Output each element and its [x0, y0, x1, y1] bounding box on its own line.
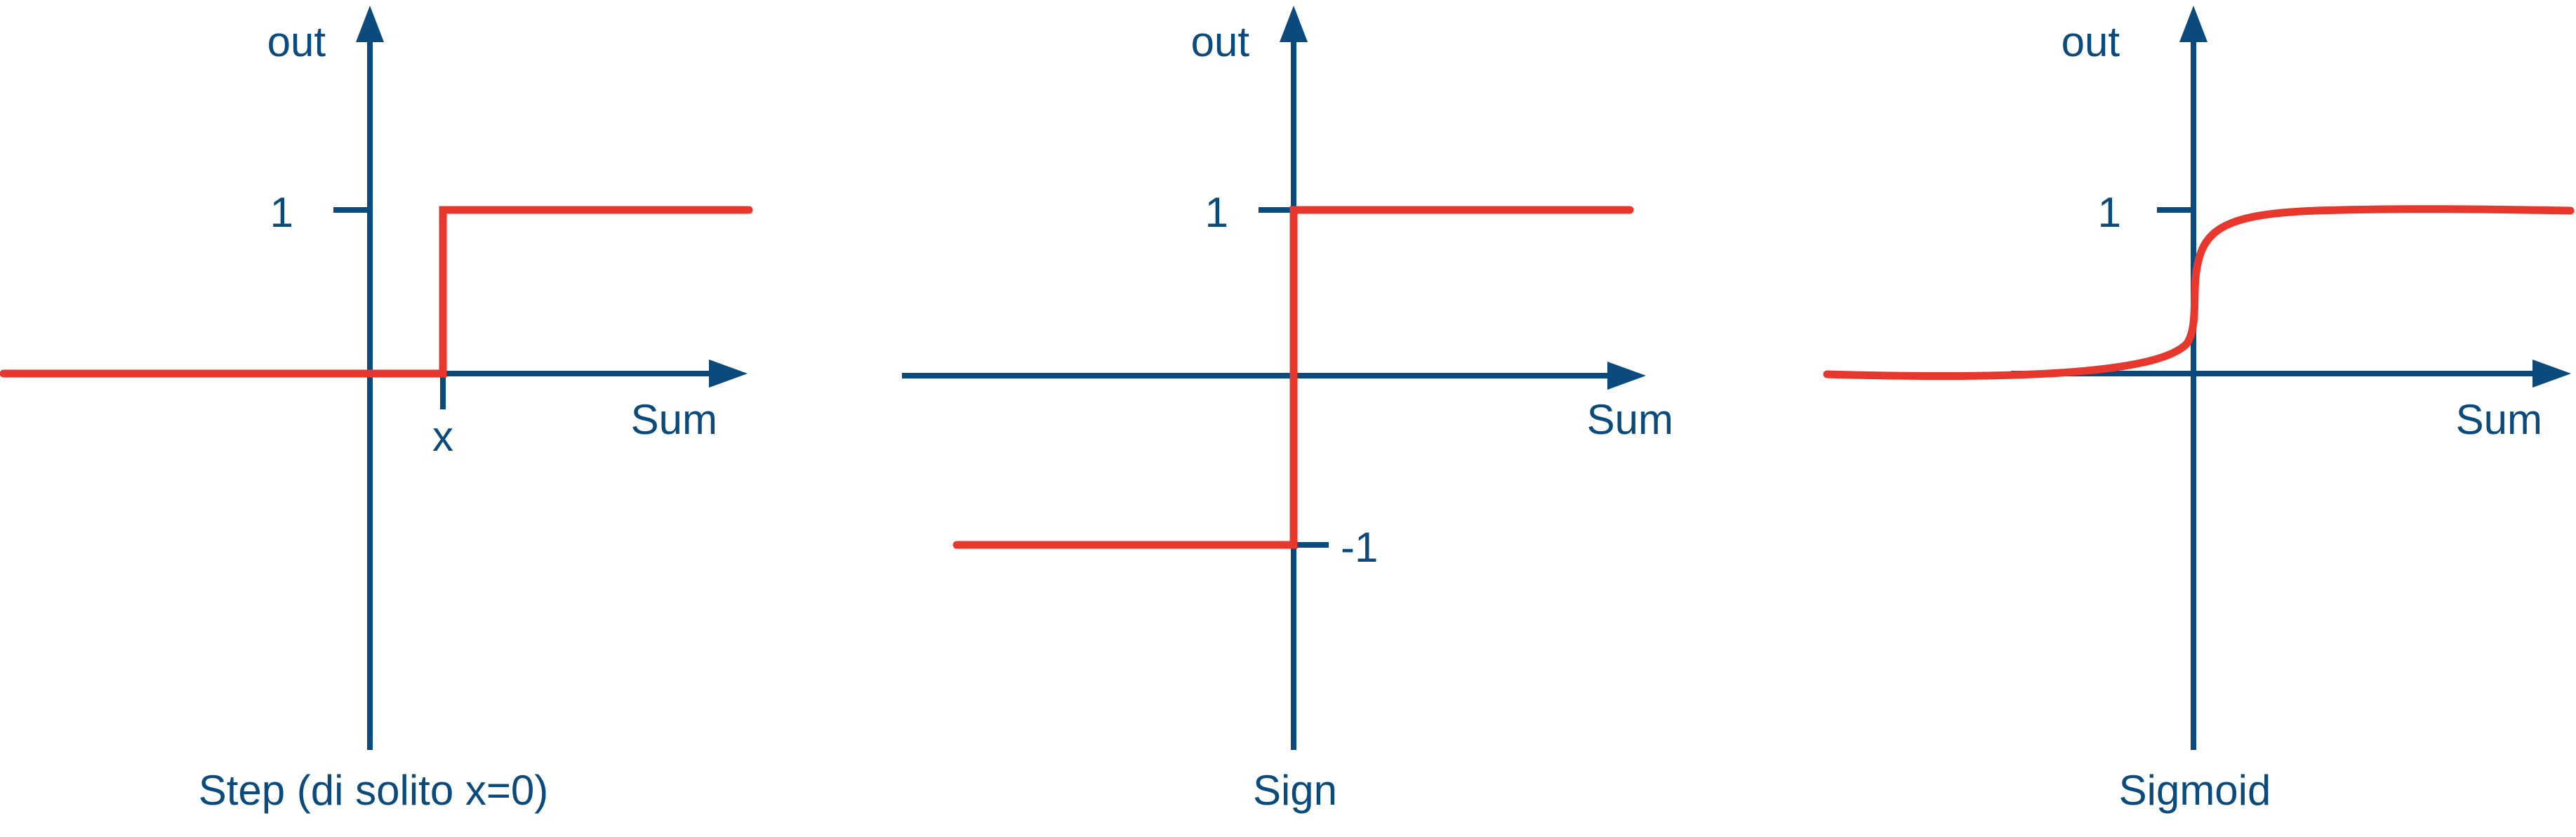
sigmoid-x-axis-label: Sum — [2456, 396, 2542, 443]
sigmoid-x-arrowhead — [2532, 360, 2571, 388]
sign-y-tick-label-one: 1 — [1205, 189, 1228, 236]
sigmoid-panel: out Sum 1 Sigmoid — [1823, 6, 2575, 814]
step-curve — [0, 206, 753, 378]
step-y-axis-label: out — [267, 18, 326, 65]
sign-x-arrowhead — [1607, 362, 1646, 390]
sigmoid-caption: Sigmoid — [2119, 767, 2271, 814]
step-y-arrowhead — [356, 6, 384, 42]
sign-panel: out Sum 1 -1 Sign — [902, 6, 1673, 814]
sign-y-tick-label-minus-one: -1 — [1341, 524, 1378, 571]
sign-x-axis-label: Sum — [1587, 396, 1673, 443]
sign-caption: Sign — [1253, 767, 1337, 814]
sigmoid-y-tick-label-one: 1 — [2098, 189, 2121, 236]
step-x-tick-label-threshold: x — [432, 413, 453, 460]
sigmoid-y-axis-label: out — [2062, 18, 2120, 65]
sign-y-axis-label: out — [1191, 18, 1250, 65]
step-panel: out Sum 1 x Step (di solito x=0) — [0, 6, 753, 814]
step-x-axis-label: Sum — [631, 396, 717, 443]
step-y-tick-label-one: 1 — [270, 189, 293, 236]
step-caption: Step (di solito x=0) — [199, 767, 549, 814]
sign-y-arrowhead — [1280, 6, 1308, 42]
sigmoid-curve — [1823, 205, 2575, 381]
sigmoid-y-arrowhead — [2179, 6, 2207, 42]
step-x-arrowhead — [709, 360, 748, 388]
sign-curve — [952, 206, 1634, 549]
